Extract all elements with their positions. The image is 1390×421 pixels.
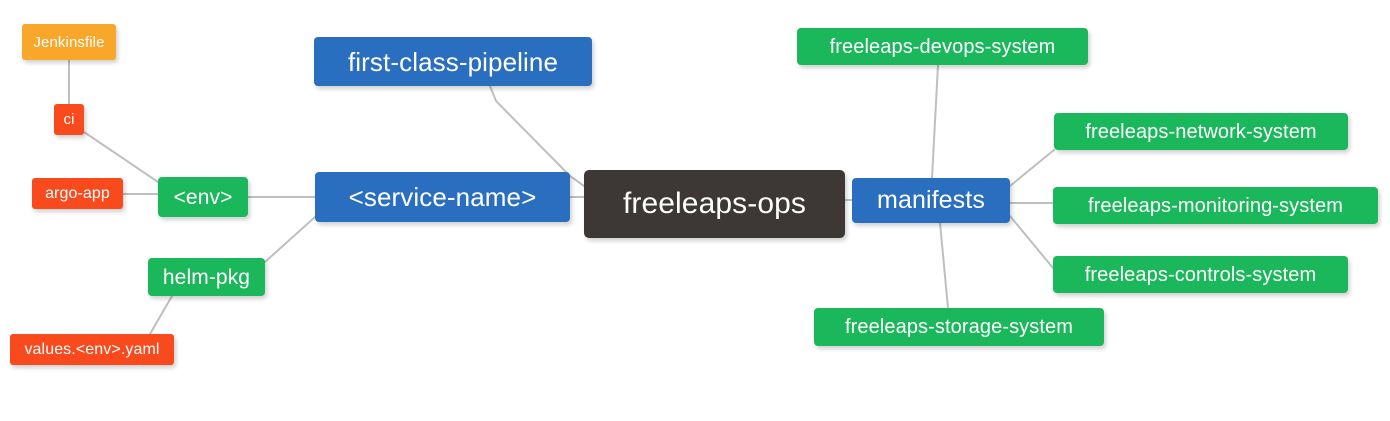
edge-freeleaps-ops-to-first-class-pipeline: [489, 85, 585, 187]
mindmap-node-manifests[interactable]: manifests: [852, 178, 1010, 223]
node-label: values.<env>.yaml: [24, 340, 160, 358]
edge-manifests-to-freeleaps-devops-system: [931, 64, 939, 179]
mindmap-node-freeleaps-ops[interactable]: freeleaps-ops: [584, 170, 845, 238]
mindmap-node-service-name[interactable]: <service-name>: [315, 172, 570, 222]
node-label: argo-app: [45, 184, 110, 202]
node-label: freeleaps-ops: [622, 187, 807, 220]
node-label: first-class-pipeline: [347, 46, 559, 77]
edge-manifests-to-freeleaps-controls-system: [1009, 215, 1054, 269]
node-label: <env>: [173, 185, 233, 209]
node-label: Jenkinsfile: [33, 33, 105, 51]
mindmap-node-ci[interactable]: ci: [54, 104, 84, 135]
edge-env-to-ci: [83, 131, 159, 183]
node-label: freeleaps-monitoring-system: [1087, 194, 1343, 217]
edge-helm-pkg-to-values-env-yaml: [149, 295, 173, 335]
mindmap-node-values-env-yaml[interactable]: values.<env>.yaml: [10, 334, 174, 365]
mindmap-node-freeleaps-network-system[interactable]: freeleaps-network-system: [1054, 113, 1348, 150]
mindmap-node-freeleaps-controls-system[interactable]: freeleaps-controls-system: [1053, 256, 1348, 293]
mindmap-node-helm-pkg[interactable]: helm-pkg: [148, 258, 265, 296]
edge-manifests-to-freeleaps-storage-system: [939, 222, 949, 309]
edge-manifests-to-freeleaps-network-system: [1009, 149, 1055, 187]
edge-service-name-to-helm-pkg: [264, 216, 316, 263]
mindmap-node-first-class-pipeline[interactable]: first-class-pipeline: [314, 37, 592, 86]
mindmap-node-env[interactable]: <env>: [158, 177, 248, 217]
node-label: freeleaps-storage-system: [844, 316, 1074, 338]
mindmap-node-freeleaps-monitoring-system[interactable]: freeleaps-monitoring-system: [1053, 187, 1378, 224]
mindmap-node-freeleaps-devops-system[interactable]: freeleaps-devops-system: [797, 28, 1088, 65]
node-label: freeleaps-network-system: [1085, 120, 1317, 143]
node-label: freeleaps-controls-system: [1084, 263, 1317, 286]
mindmap-node-argo-app[interactable]: argo-app: [32, 178, 123, 209]
node-label: freeleaps-devops-system: [829, 35, 1056, 58]
mindmap-node-Jenkinsfile[interactable]: Jenkinsfile: [22, 24, 116, 60]
node-label: manifests: [877, 186, 985, 214]
node-label: helm-pkg: [162, 265, 251, 289]
mindmap-node-freeleaps-storage-system[interactable]: freeleaps-storage-system: [814, 308, 1104, 346]
node-label: <service-name>: [348, 182, 537, 212]
node-label: ci: [63, 111, 75, 128]
